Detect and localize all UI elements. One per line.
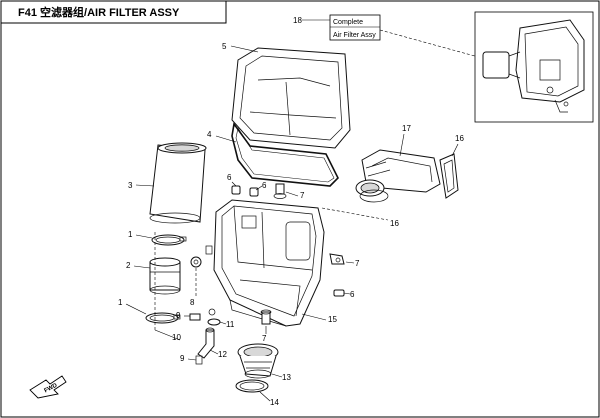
- part-15-airbox-housing: [213, 199, 325, 327]
- callout-line1: Complete: [333, 19, 363, 26]
- label-6c: 6: [350, 290, 355, 299]
- label-16a: 16: [455, 134, 464, 143]
- label-10: 10: [172, 333, 181, 342]
- part-9-clip-lower: [195, 355, 203, 365]
- label-7c: 7: [262, 334, 267, 343]
- label-12: 12: [218, 350, 227, 359]
- part-8-drain-fitting: [190, 245, 213, 268]
- part-7-fitting-right: [329, 253, 345, 265]
- label-6b: 6: [262, 181, 267, 190]
- label-15: 15: [328, 315, 337, 324]
- part-11-clamp-small: [207, 308, 221, 326]
- part-9-clip-upper: [189, 313, 201, 321]
- callout-box: [329, 14, 381, 41]
- label-18: 18: [293, 16, 302, 25]
- part-2-sleeve: [149, 257, 181, 295]
- part-6-grommet-top-a: [231, 185, 241, 195]
- part-6-grommet-right: [333, 289, 345, 297]
- part-1-upper-clamp: [151, 234, 187, 246]
- part-13-outlet-boot: [237, 343, 279, 379]
- label-14: 14: [270, 398, 279, 407]
- part-4-gasket: [231, 121, 339, 187]
- label-11: 11: [226, 320, 235, 329]
- label-5: 5: [222, 42, 227, 51]
- part-12-drain-hose: [197, 327, 215, 359]
- part-16-seal-upper: [439, 153, 459, 199]
- label-6a: 6: [227, 173, 232, 182]
- label-7b: 7: [355, 259, 360, 268]
- label-1a: 1: [128, 230, 133, 239]
- part-1-lower-clamp: [145, 312, 181, 324]
- diagram-title: F41 空滤器组/AIR FILTER ASSY: [18, 5, 180, 19]
- forward-direction-marker: FWD: [29, 375, 67, 399]
- label-2: 2: [126, 261, 131, 270]
- part-17-intake-duct: [355, 149, 441, 203]
- inset-assembly-drawing: [482, 19, 585, 113]
- part-7-fitting-bottom: [260, 309, 272, 325]
- label-3: 3: [128, 181, 133, 190]
- part-5-airbox-cover: [231, 47, 351, 149]
- label-1b: 1: [118, 298, 123, 307]
- label-7a: 7: [300, 191, 305, 200]
- callout-line2: Air Filter Assy: [333, 32, 376, 39]
- label-13: 13: [282, 373, 291, 382]
- label-4: 4: [207, 130, 212, 139]
- part-7-fitting-top: [273, 183, 287, 199]
- part-14-clamp: [235, 379, 269, 393]
- title-box: [0, 0, 227, 24]
- label-9b: 9: [180, 354, 185, 363]
- label-17: 17: [402, 124, 411, 133]
- label-8: 8: [190, 298, 195, 307]
- part-3-filter-element: [149, 142, 207, 224]
- label-9a: 9: [176, 311, 181, 320]
- label-16b: 16: [390, 219, 399, 228]
